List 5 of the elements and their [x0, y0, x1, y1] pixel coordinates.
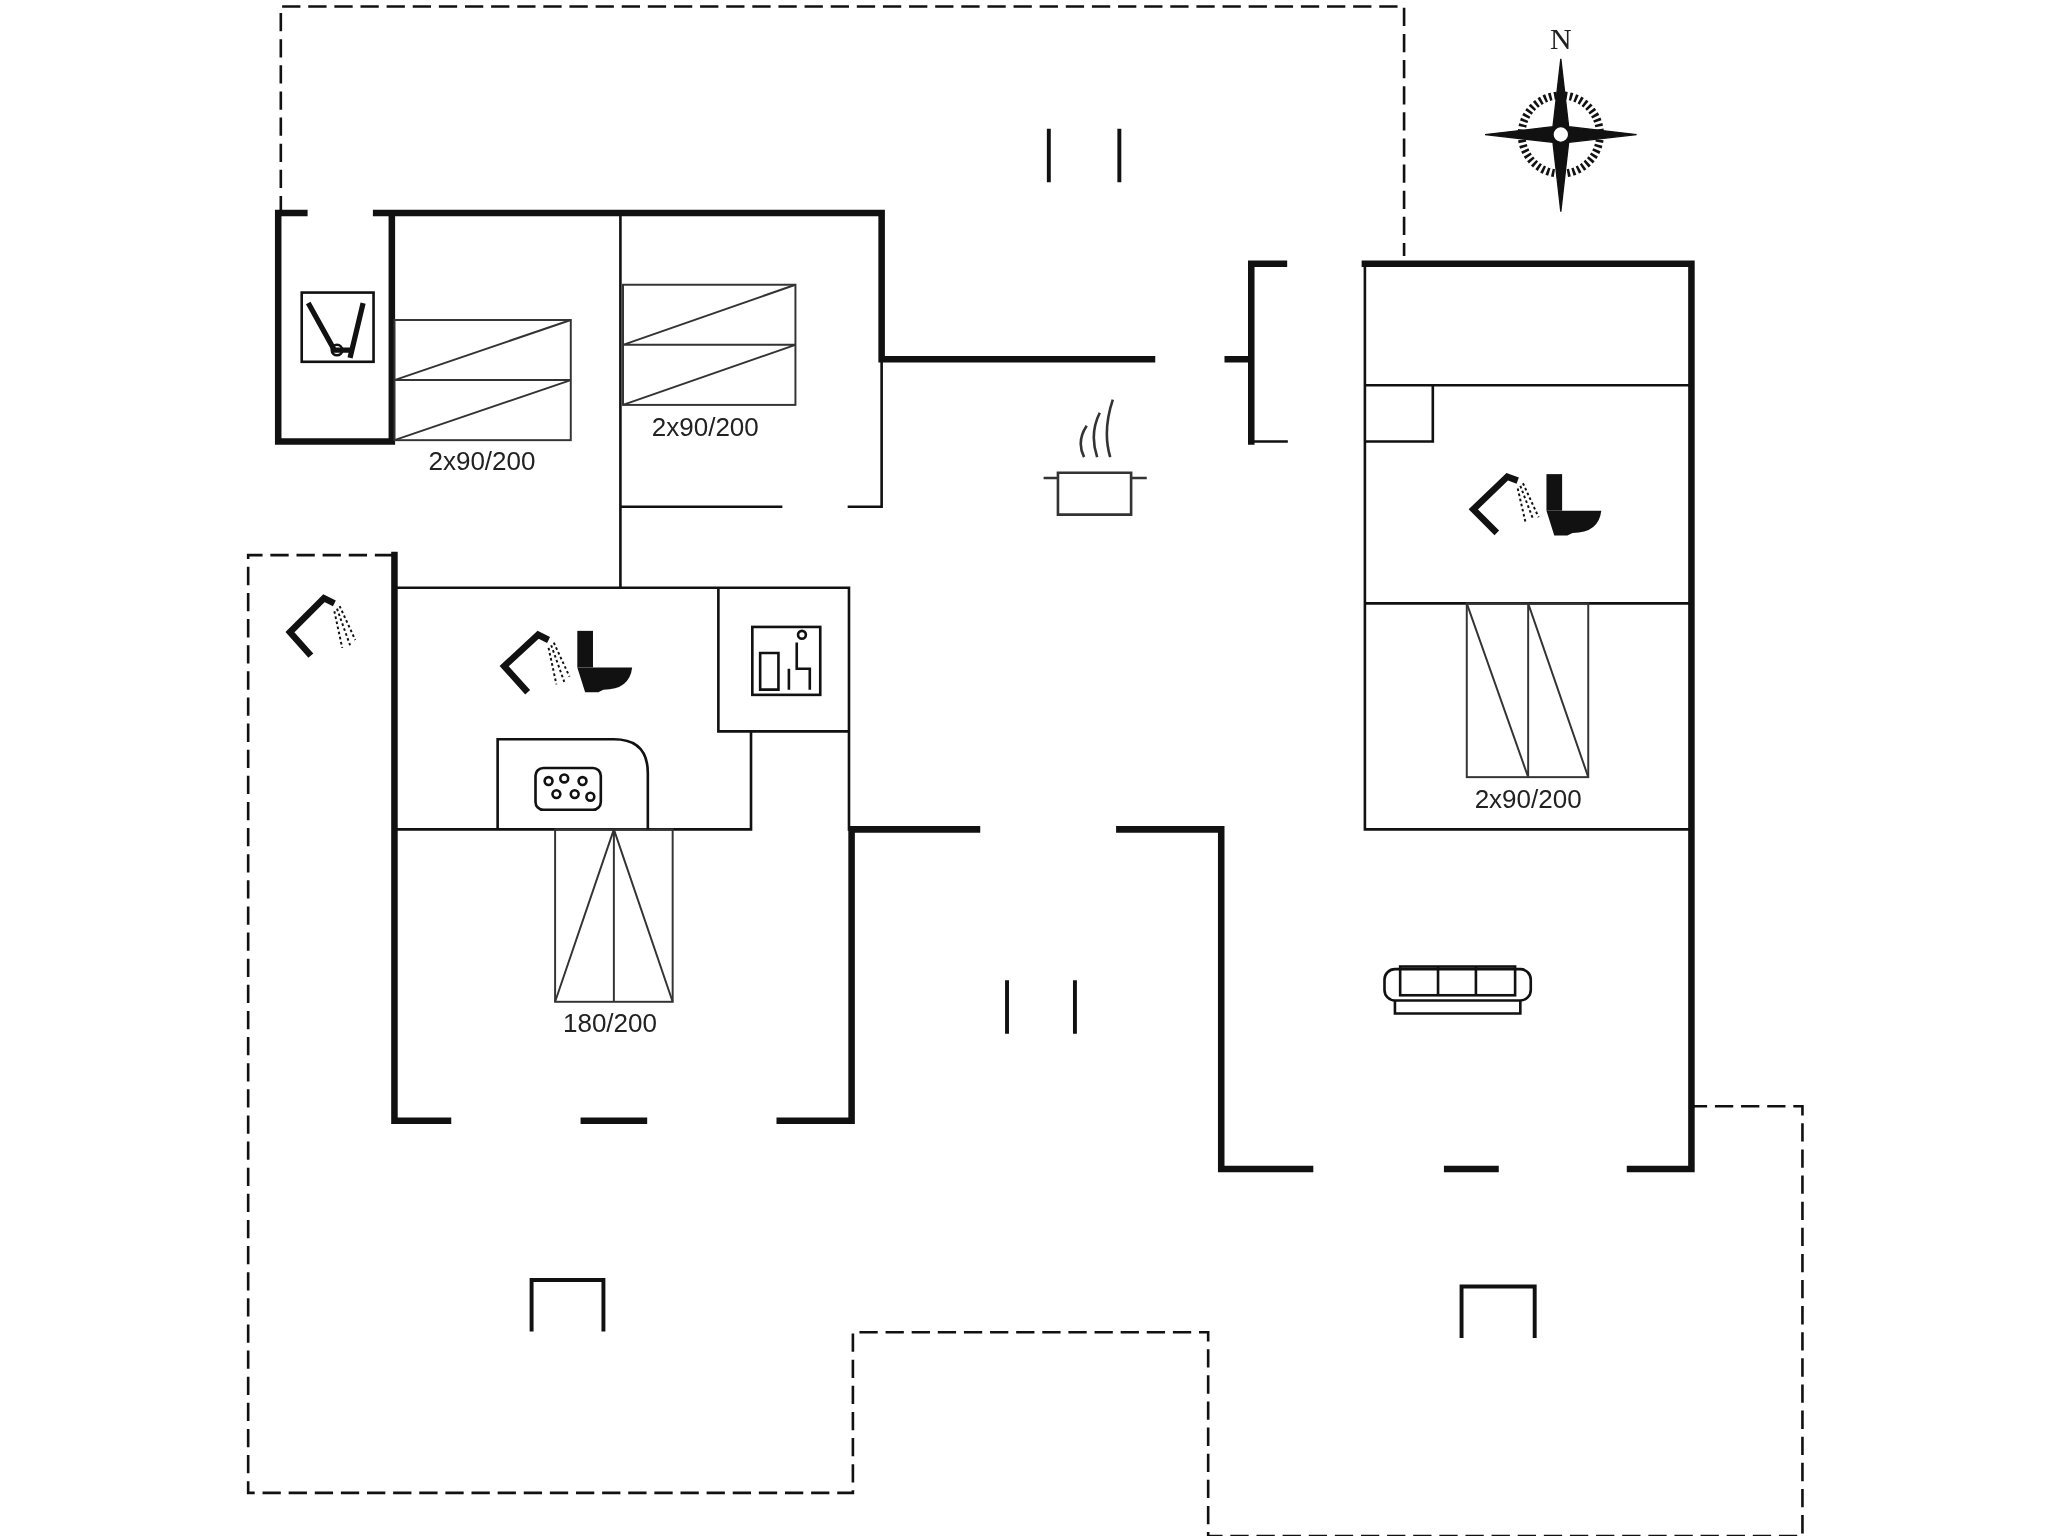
bed-size-label: 2x90/200: [651, 414, 759, 441]
compass-north-label: N: [1550, 24, 1572, 55]
bed-size-label: 2x90/200: [428, 448, 536, 475]
bed-size-label: 180/200: [562, 1009, 657, 1036]
bed-size-label: 2x90/200: [1474, 786, 1582, 813]
